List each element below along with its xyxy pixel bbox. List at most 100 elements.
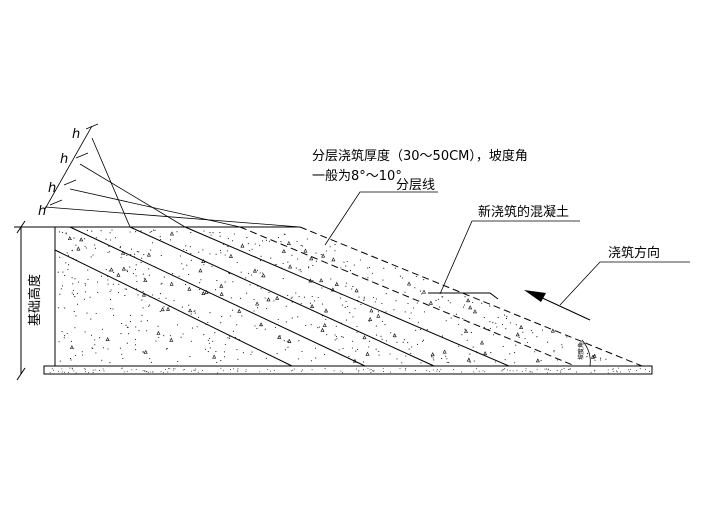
speckle-dot (348, 356, 350, 358)
slab-speckle (75, 372, 77, 374)
speckle-dot (183, 248, 185, 251)
slab-speckle (174, 368, 176, 370)
speckle-dot (207, 351, 209, 353)
speckle-dot (496, 326, 498, 328)
speckle-dot (215, 253, 217, 255)
speckle-triangle (169, 281, 174, 286)
speckle-dot (300, 269, 302, 271)
speckle-dot (390, 332, 392, 334)
speckle-triangle (143, 278, 148, 283)
speckle-dot (300, 303, 302, 305)
speckle-triangle (472, 309, 477, 314)
speckle-dot (87, 278, 89, 280)
speckle-triangle (369, 308, 374, 313)
speckle-dot (367, 277, 369, 279)
slab-speckle (369, 369, 371, 371)
speckle-dot (85, 284, 87, 286)
speckle-dot (160, 238, 162, 241)
speckle-triangle (365, 351, 370, 356)
slab-speckle (612, 368, 614, 370)
speckle-dot (239, 297, 242, 299)
speckle-dot (97, 281, 99, 283)
speckle-dot (86, 312, 88, 314)
speckle-dot (186, 264, 188, 266)
speckle-dot (447, 300, 449, 302)
speckle-dot (227, 337, 229, 339)
speckle-dot (502, 345, 504, 348)
speckle-dot (246, 292, 248, 294)
speckle-dot (402, 341, 404, 343)
speckle-dot (288, 339, 290, 341)
speckle-dot (223, 351, 225, 353)
speckle-dot (204, 348, 207, 350)
speckle-dot (227, 238, 229, 240)
speckle-triangle (376, 313, 381, 318)
speckle-dot (423, 279, 425, 281)
speckle-dot (229, 336, 231, 338)
speckle-dot (152, 229, 155, 231)
slab-speckle (436, 369, 438, 371)
speckle-dot (298, 296, 300, 298)
speckle-dot (536, 336, 538, 338)
speckle-dot (341, 336, 343, 338)
speckle-dot (170, 335, 172, 337)
speckle-dot (202, 249, 204, 251)
speckle-triangle (169, 337, 174, 342)
slab-speckle (545, 368, 547, 370)
speckle-dot (203, 230, 205, 232)
thickness-dimensions (44, 123, 301, 228)
speckle-dot (346, 260, 348, 263)
slab-speckle (367, 367, 369, 369)
speckle-triangle (310, 304, 315, 309)
slab-speckle (197, 371, 199, 373)
slab-speckle (536, 368, 538, 370)
speckle-triangle (407, 281, 412, 286)
speckle-triangle (303, 248, 308, 253)
speckle-dot (85, 247, 87, 249)
speckle-dot (219, 235, 221, 237)
speckle-dot (300, 244, 302, 246)
slab-speckle (629, 371, 630, 373)
speckle-triangle (334, 281, 339, 286)
speckle-dot (344, 306, 346, 308)
speckle-dot (445, 355, 447, 357)
slab-speckle (616, 371, 618, 373)
speckle-dot (393, 309, 395, 311)
speckle-dot (110, 308, 112, 310)
speckle-dot (314, 347, 317, 349)
slab-speckle (69, 367, 71, 369)
speckle-dot (105, 268, 107, 271)
speckle-dot (151, 242, 153, 244)
speckle-dot (492, 334, 494, 336)
speckle-dot (249, 250, 251, 252)
speckle-dot (200, 279, 202, 281)
speckle-triangle (442, 349, 447, 354)
speckle-dot (416, 302, 418, 304)
speckle-dot (176, 324, 179, 326)
slab-speckle (512, 370, 514, 372)
slab-speckle (370, 372, 372, 374)
speckle-dot (594, 355, 596, 357)
speckle-dot (276, 353, 278, 355)
speckle-dot (91, 230, 93, 232)
speckle-dot (109, 290, 111, 293)
speckle-dot (191, 327, 193, 329)
speckle-dot (527, 341, 529, 344)
speckle-dot (97, 291, 99, 293)
speckle-dot (117, 292, 119, 294)
speckle-triangle (288, 264, 293, 269)
speckle-dot (410, 352, 412, 354)
speckle-dot (105, 238, 107, 240)
speckle-dot (66, 252, 68, 254)
speckle-dot (441, 335, 444, 337)
speckle-dot (246, 237, 248, 239)
speckle-dot (194, 312, 196, 314)
slab-speckle (150, 371, 152, 373)
speckle-dot (124, 288, 126, 290)
slab-speckle (373, 369, 375, 371)
slab-speckle (616, 370, 617, 372)
speckle-dot (148, 305, 150, 307)
speckle-dot (505, 328, 507, 330)
speckle-dot (81, 351, 83, 353)
speckle-dot (137, 294, 139, 296)
